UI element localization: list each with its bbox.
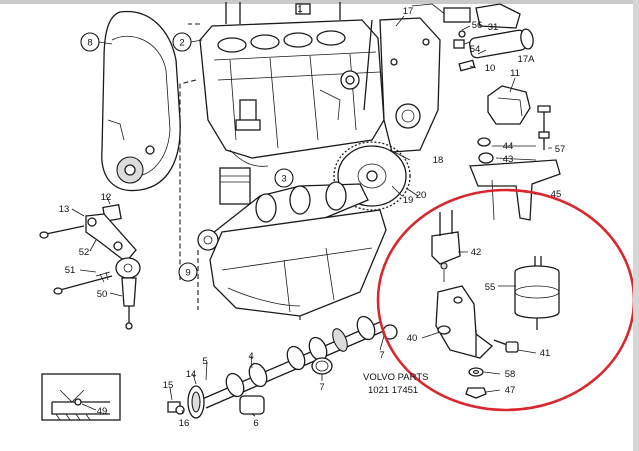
svg-text:8: 8 [87,38,92,49]
highlight-circle [376,188,633,412]
callout-19: 19 [403,195,414,206]
tensioner-assembly [39,203,141,330]
svg-text:9: 9 [185,268,190,279]
svg-text:3: 3 [281,174,286,185]
timing-belt-cover [101,10,181,192]
callout-15: 15 [163,380,174,391]
callout-55: 55 [485,282,496,293]
callout-7b: 7 [319,382,324,393]
callout-47: 47 [505,385,516,396]
callout-12: 12 [101,192,112,203]
callout-52: 52 [79,247,90,258]
oil-pan [209,209,387,317]
caption-code: 1021 17451 [368,385,418,396]
callout-labels: 8 2 3 9 1 17 56 54 31 17A 10 11 44 43 57… [59,4,566,429]
callout-56: 56 [472,20,483,31]
callout-11: 11 [510,68,520,79]
callout-45: 45 [551,189,562,200]
detail-inset [41,373,121,421]
callout-17: 17 [403,6,414,17]
callout-40: 40 [407,333,418,344]
callout-41: 41 [540,348,551,359]
camshaft [167,315,398,419]
svg-text:2: 2 [179,38,184,49]
callout-42: 42 [471,247,482,258]
caption-brand: VOLVO PARTS [363,372,428,383]
callout-18: 18 [433,155,444,166]
callout-57: 57 [555,144,566,155]
callout-54: 54 [470,44,481,55]
callout-20: 20 [416,190,427,201]
callout-17a: 17A [518,54,536,65]
callout-44: 44 [503,141,514,152]
callout-31: 31 [488,22,499,33]
callout-58: 58 [505,369,516,380]
callout-13: 13 [59,204,70,215]
block-dashed-outline [179,23,301,320]
callout-8: 8 [80,32,100,52]
callout-2: 2 [172,32,192,52]
upper-engine-mount [469,85,561,221]
callout-7a: 7 [379,350,384,361]
window-right-edge [633,0,639,451]
callout-4: 4 [248,351,253,362]
callout-6: 6 [253,418,258,429]
callout-43: 43 [503,154,514,165]
leader-lines [71,4,552,417]
flywheel-housing [379,3,451,153]
callout-5: 5 [202,356,207,367]
callout-1: 1 [297,4,302,15]
callout-14: 14 [186,369,197,380]
callout-50: 50 [97,289,108,300]
callout-51: 51 [65,265,76,276]
engine-block [199,2,385,167]
window-top-edge [0,0,639,4]
lower-engine-mount [431,210,560,399]
callout-10: 10 [485,63,496,74]
callout-49: 49 [97,406,108,417]
callout-3: 3 [274,168,294,188]
callout-16: 16 [179,418,190,429]
callout-9: 9 [178,262,198,282]
